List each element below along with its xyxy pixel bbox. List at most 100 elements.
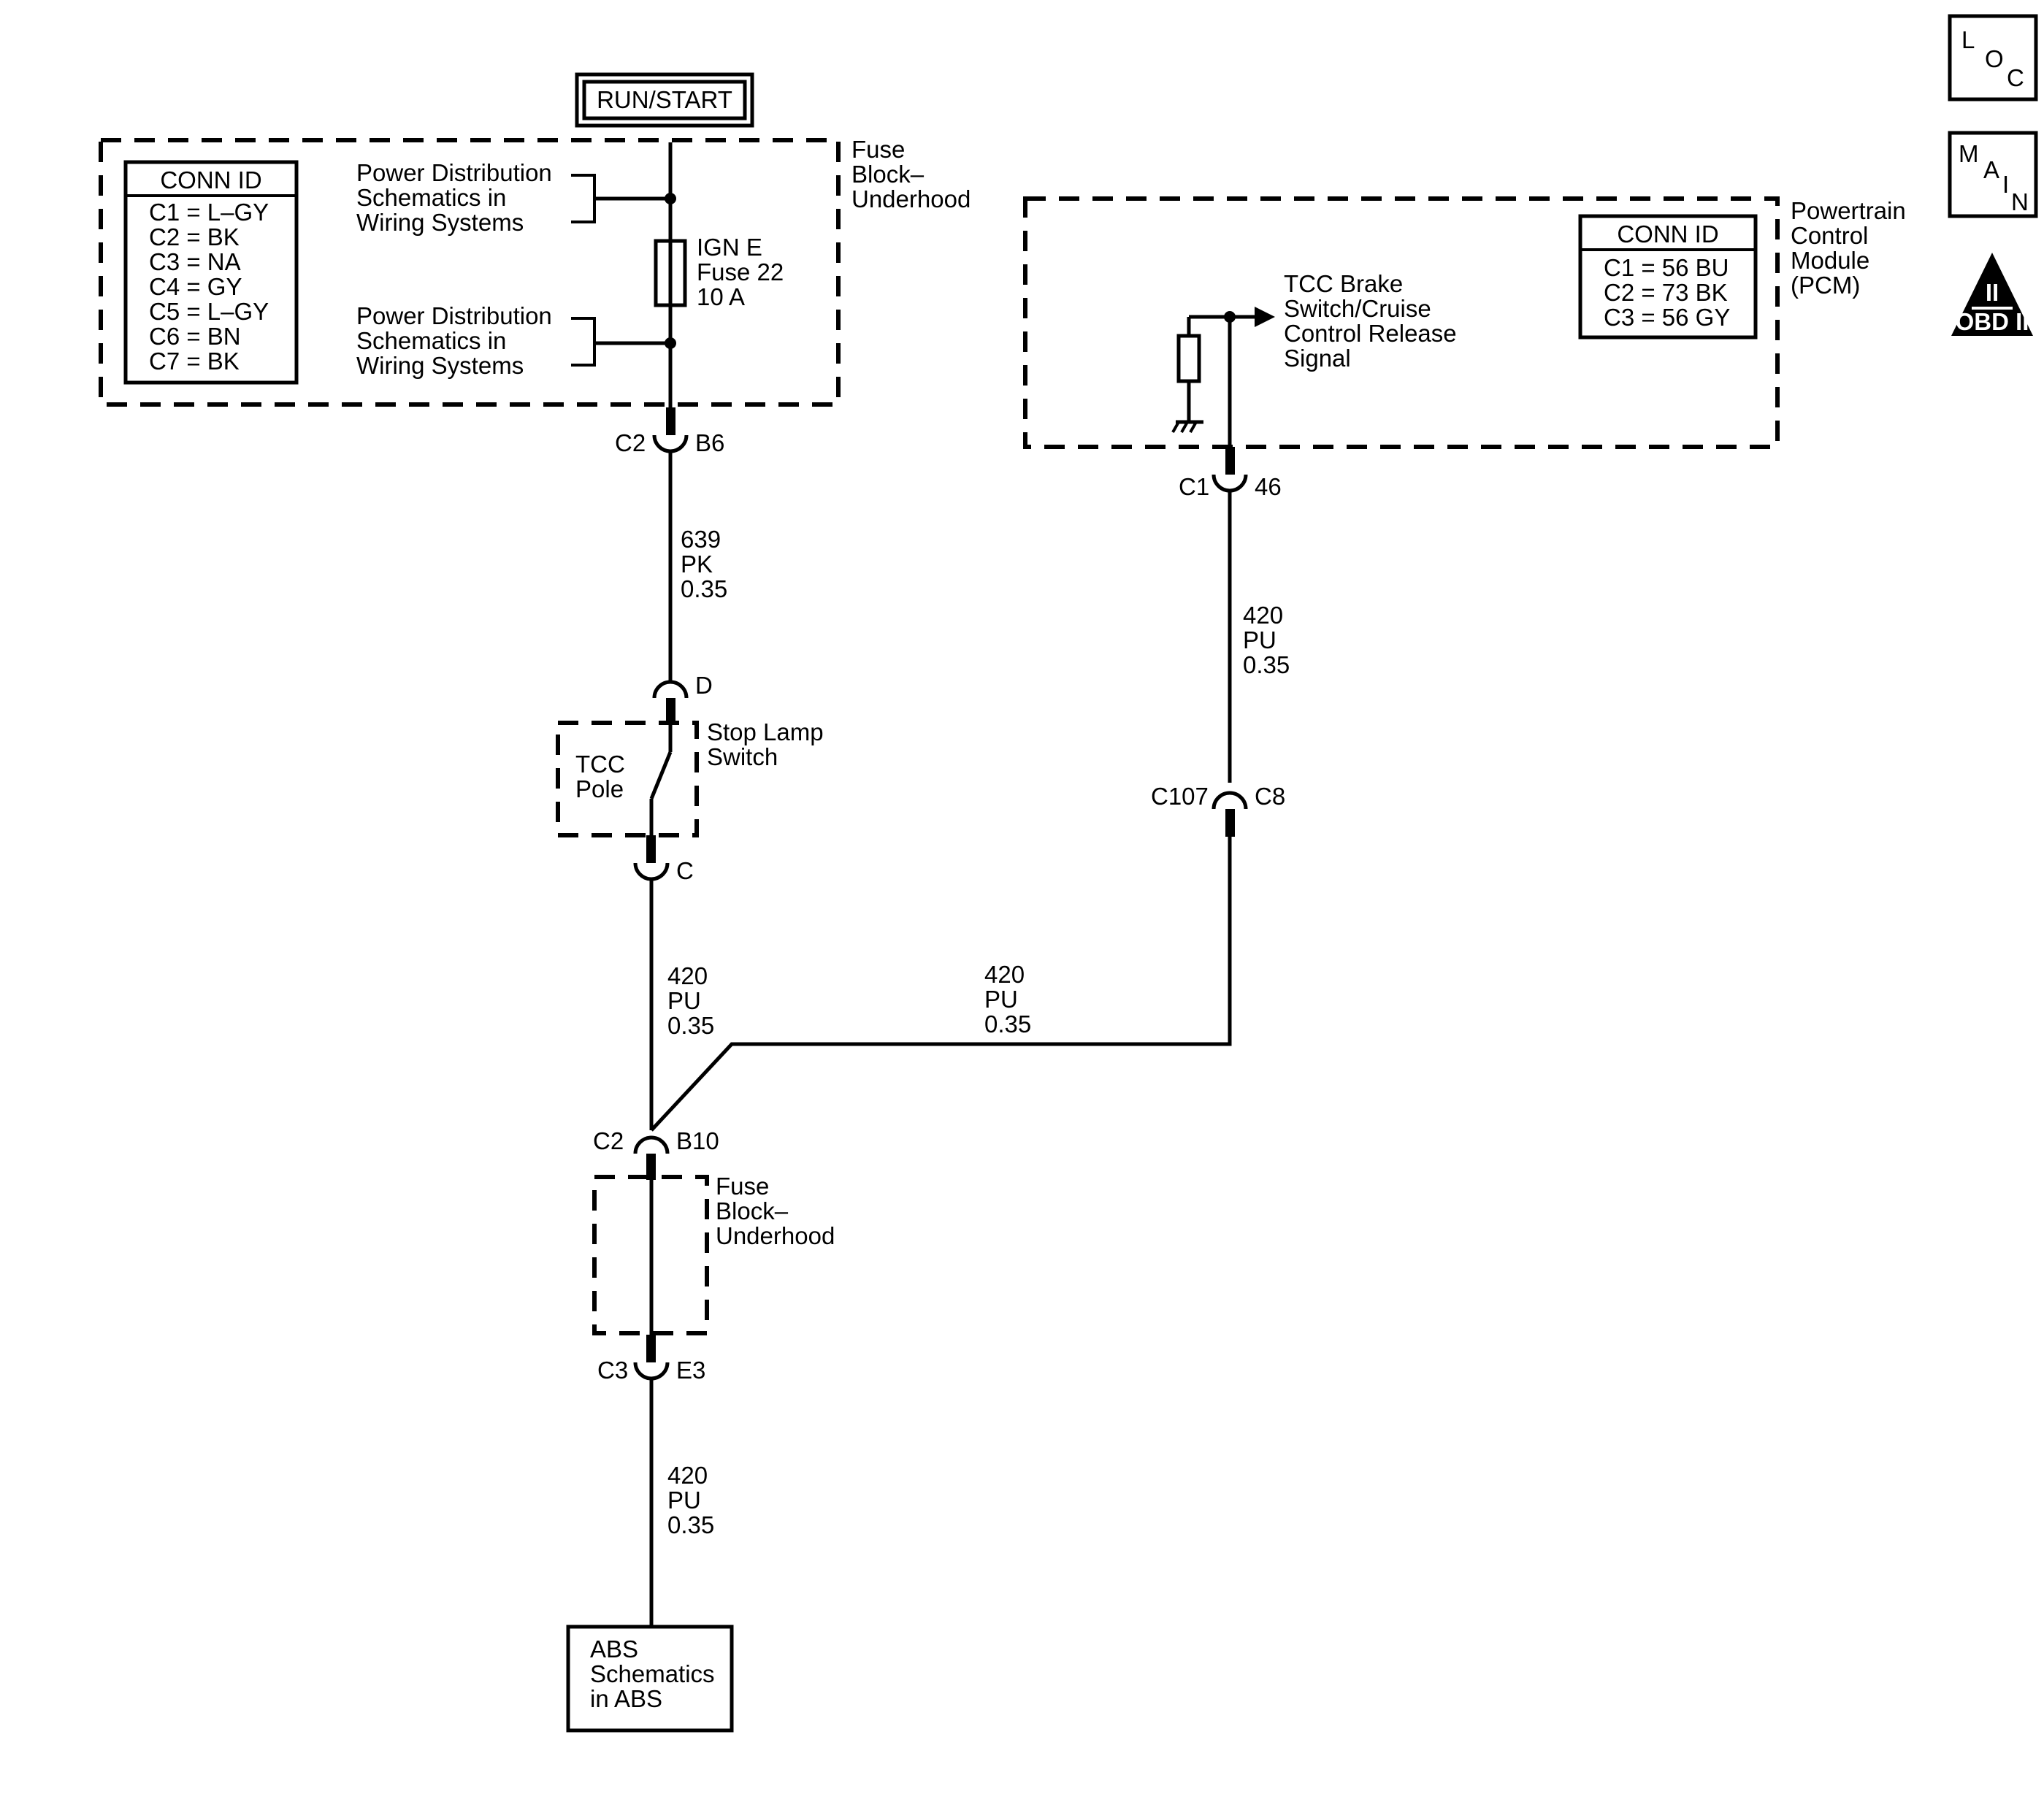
signal-arrow-icon xyxy=(1255,307,1275,327)
svg-text:Powertrain: Powertrain xyxy=(1791,197,1906,224)
svg-text:TCC Brake: TCC Brake xyxy=(1284,270,1403,297)
svg-text:D: D xyxy=(695,672,713,699)
svg-text:0.35: 0.35 xyxy=(681,575,727,602)
svg-text:C3 = 56 GY: C3 = 56 GY xyxy=(1604,304,1730,331)
svg-text:Control: Control xyxy=(1791,222,1868,249)
svg-text:C6 = BN: C6 = BN xyxy=(149,323,241,350)
svg-text:N: N xyxy=(2011,188,2029,215)
abs-schematics-ref[interactable]: ABS Schematics in ABS xyxy=(566,1625,734,1733)
splice-dot xyxy=(665,193,676,204)
wire-label-639: 639 PK 0.35 xyxy=(681,526,727,602)
wire-label-420-bottom: 420 PU 0.35 xyxy=(667,1462,714,1538)
wire-label-420-right: 420 PU 0.35 xyxy=(1243,602,1290,678)
svg-text:420: 420 xyxy=(984,961,1025,988)
svg-text:M: M xyxy=(1959,140,1979,167)
svg-text:C5 = L–GY: C5 = L–GY xyxy=(149,298,269,325)
switch-pin-c: C xyxy=(633,835,694,884)
svg-text:L: L xyxy=(1961,26,1975,53)
connector-c3-e3: C3 E3 xyxy=(597,1335,705,1384)
svg-text:10 A: 10 A xyxy=(697,283,745,310)
svg-text:CONN ID: CONN ID xyxy=(160,166,261,193)
svg-text:C1 = 56 BU: C1 = 56 BU xyxy=(1604,254,1729,281)
svg-text:C7 = BK: C7 = BK xyxy=(149,348,240,375)
pull-down-resistor xyxy=(1176,334,1201,383)
svg-text:Fuse: Fuse xyxy=(851,136,905,163)
svg-text:in ABS: in ABS xyxy=(590,1685,662,1712)
conn-id-table-pcm: CONN ID C1 = 56 BU C2 = 73 BK C3 = 56 GY xyxy=(1578,214,1758,340)
svg-text:Fuse 22: Fuse 22 xyxy=(697,258,784,285)
svg-text:C: C xyxy=(676,857,694,884)
svg-text:C3 = NA: C3 = NA xyxy=(149,248,241,275)
svg-text:E3: E3 xyxy=(676,1357,705,1384)
svg-text:C8: C8 xyxy=(1255,783,1285,810)
pcm-input-circuit: TCC Brake Switch/Cruise Control Release … xyxy=(1171,270,1457,447)
svg-text:A: A xyxy=(1983,156,1999,183)
wire-label-420-left: 420 PU 0.35 xyxy=(667,962,714,1039)
svg-text:ABS: ABS xyxy=(590,1635,638,1663)
svg-text:Pole: Pole xyxy=(575,775,624,802)
svg-text:PU: PU xyxy=(984,986,1018,1013)
svg-text:(PCM): (PCM) xyxy=(1791,272,1860,299)
svg-text:Underhood: Underhood xyxy=(716,1222,835,1249)
svg-text:Wiring Systems: Wiring Systems xyxy=(356,209,524,236)
svg-text:C1 = L–GY: C1 = L–GY xyxy=(149,199,269,226)
svg-text:Signal: Signal xyxy=(1284,345,1351,372)
svg-text:0.35: 0.35 xyxy=(984,1011,1031,1038)
svg-text:C1: C1 xyxy=(1179,473,1209,500)
svg-text:Schematics: Schematics xyxy=(590,1660,715,1687)
svg-text:Schematics in: Schematics in xyxy=(356,327,506,354)
svg-text:Module: Module xyxy=(1791,247,1869,274)
svg-text:0.35: 0.35 xyxy=(667,1012,714,1039)
svg-text:RUN/START: RUN/START xyxy=(597,86,732,113)
svg-text:PU: PU xyxy=(667,1487,701,1514)
svg-text:639: 639 xyxy=(681,526,721,553)
svg-text:Control Release: Control Release xyxy=(1284,320,1457,347)
svg-text:Block–: Block– xyxy=(851,161,925,188)
svg-text:II: II xyxy=(1986,279,1999,306)
fuse-block-underhood-top: Fuse Block– Underhood xyxy=(99,136,971,407)
svg-text:C2 = BK: C2 = BK xyxy=(149,223,240,250)
svg-text:Fuse: Fuse xyxy=(716,1173,769,1200)
svg-text:C2 = 73 BK: C2 = 73 BK xyxy=(1604,279,1728,306)
connector-c2-b10: C2 B10 xyxy=(593,1127,719,1180)
power-distribution-ref-2: Power Distribution Schematics in Wiring … xyxy=(356,302,676,379)
svg-text:C: C xyxy=(2007,64,2024,91)
svg-text:Schematics in: Schematics in xyxy=(356,184,506,211)
switch-contact-arm xyxy=(649,751,673,799)
fuse-block-underhood-bottom: Fuse Block– Underhood xyxy=(592,1173,835,1336)
svg-text:B10: B10 xyxy=(676,1127,719,1154)
svg-text:0.35: 0.35 xyxy=(667,1511,714,1538)
svg-text:C2: C2 xyxy=(593,1127,624,1154)
svg-text:C3: C3 xyxy=(597,1357,628,1384)
svg-text:Power Distribution: Power Distribution xyxy=(356,159,552,186)
run-start-label: RUN/START xyxy=(575,72,754,128)
svg-text:PU: PU xyxy=(1243,626,1276,653)
svg-text:IGN E: IGN E xyxy=(697,234,762,261)
stop-lamp-switch: Stop Lamp Switch TCC Pole xyxy=(556,718,824,837)
connector-c2-b6: C2 B6 xyxy=(615,407,724,456)
svg-text:PU: PU xyxy=(667,987,701,1014)
switch-pin-d: D xyxy=(652,672,713,724)
svg-text:Switch/Cruise: Switch/Cruise xyxy=(1284,295,1431,322)
pcm-module: Powertrain Control Module (PCM) xyxy=(1023,196,1906,449)
wire-label-420-mid: 420 PU 0.35 xyxy=(984,961,1031,1038)
svg-text:Power Distribution: Power Distribution xyxy=(356,302,552,329)
obd-ii-icon[interactable]: II OBD II xyxy=(1951,253,2033,336)
svg-text:Block–: Block– xyxy=(716,1197,789,1224)
splice-dot xyxy=(1224,311,1236,323)
svg-text:O: O xyxy=(1985,45,2004,72)
splice-dot xyxy=(665,337,676,349)
svg-text:Wiring Systems: Wiring Systems xyxy=(356,352,524,379)
svg-text:420: 420 xyxy=(667,962,708,989)
loc-icon[interactable]: L O C xyxy=(1948,14,2038,101)
svg-text:420: 420 xyxy=(667,1462,708,1489)
ground-icon xyxy=(1171,420,1203,433)
svg-text:C4 = GY: C4 = GY xyxy=(149,273,242,300)
connector-c1-46: C1 46 xyxy=(1179,447,1282,500)
fuse-ign-e-22: IGN E Fuse 22 10 A xyxy=(654,234,784,310)
svg-text:420: 420 xyxy=(1243,602,1283,629)
main-icon[interactable]: M A I N xyxy=(1948,131,2038,218)
svg-text:C107: C107 xyxy=(1151,783,1209,810)
svg-text:B6: B6 xyxy=(695,429,724,456)
